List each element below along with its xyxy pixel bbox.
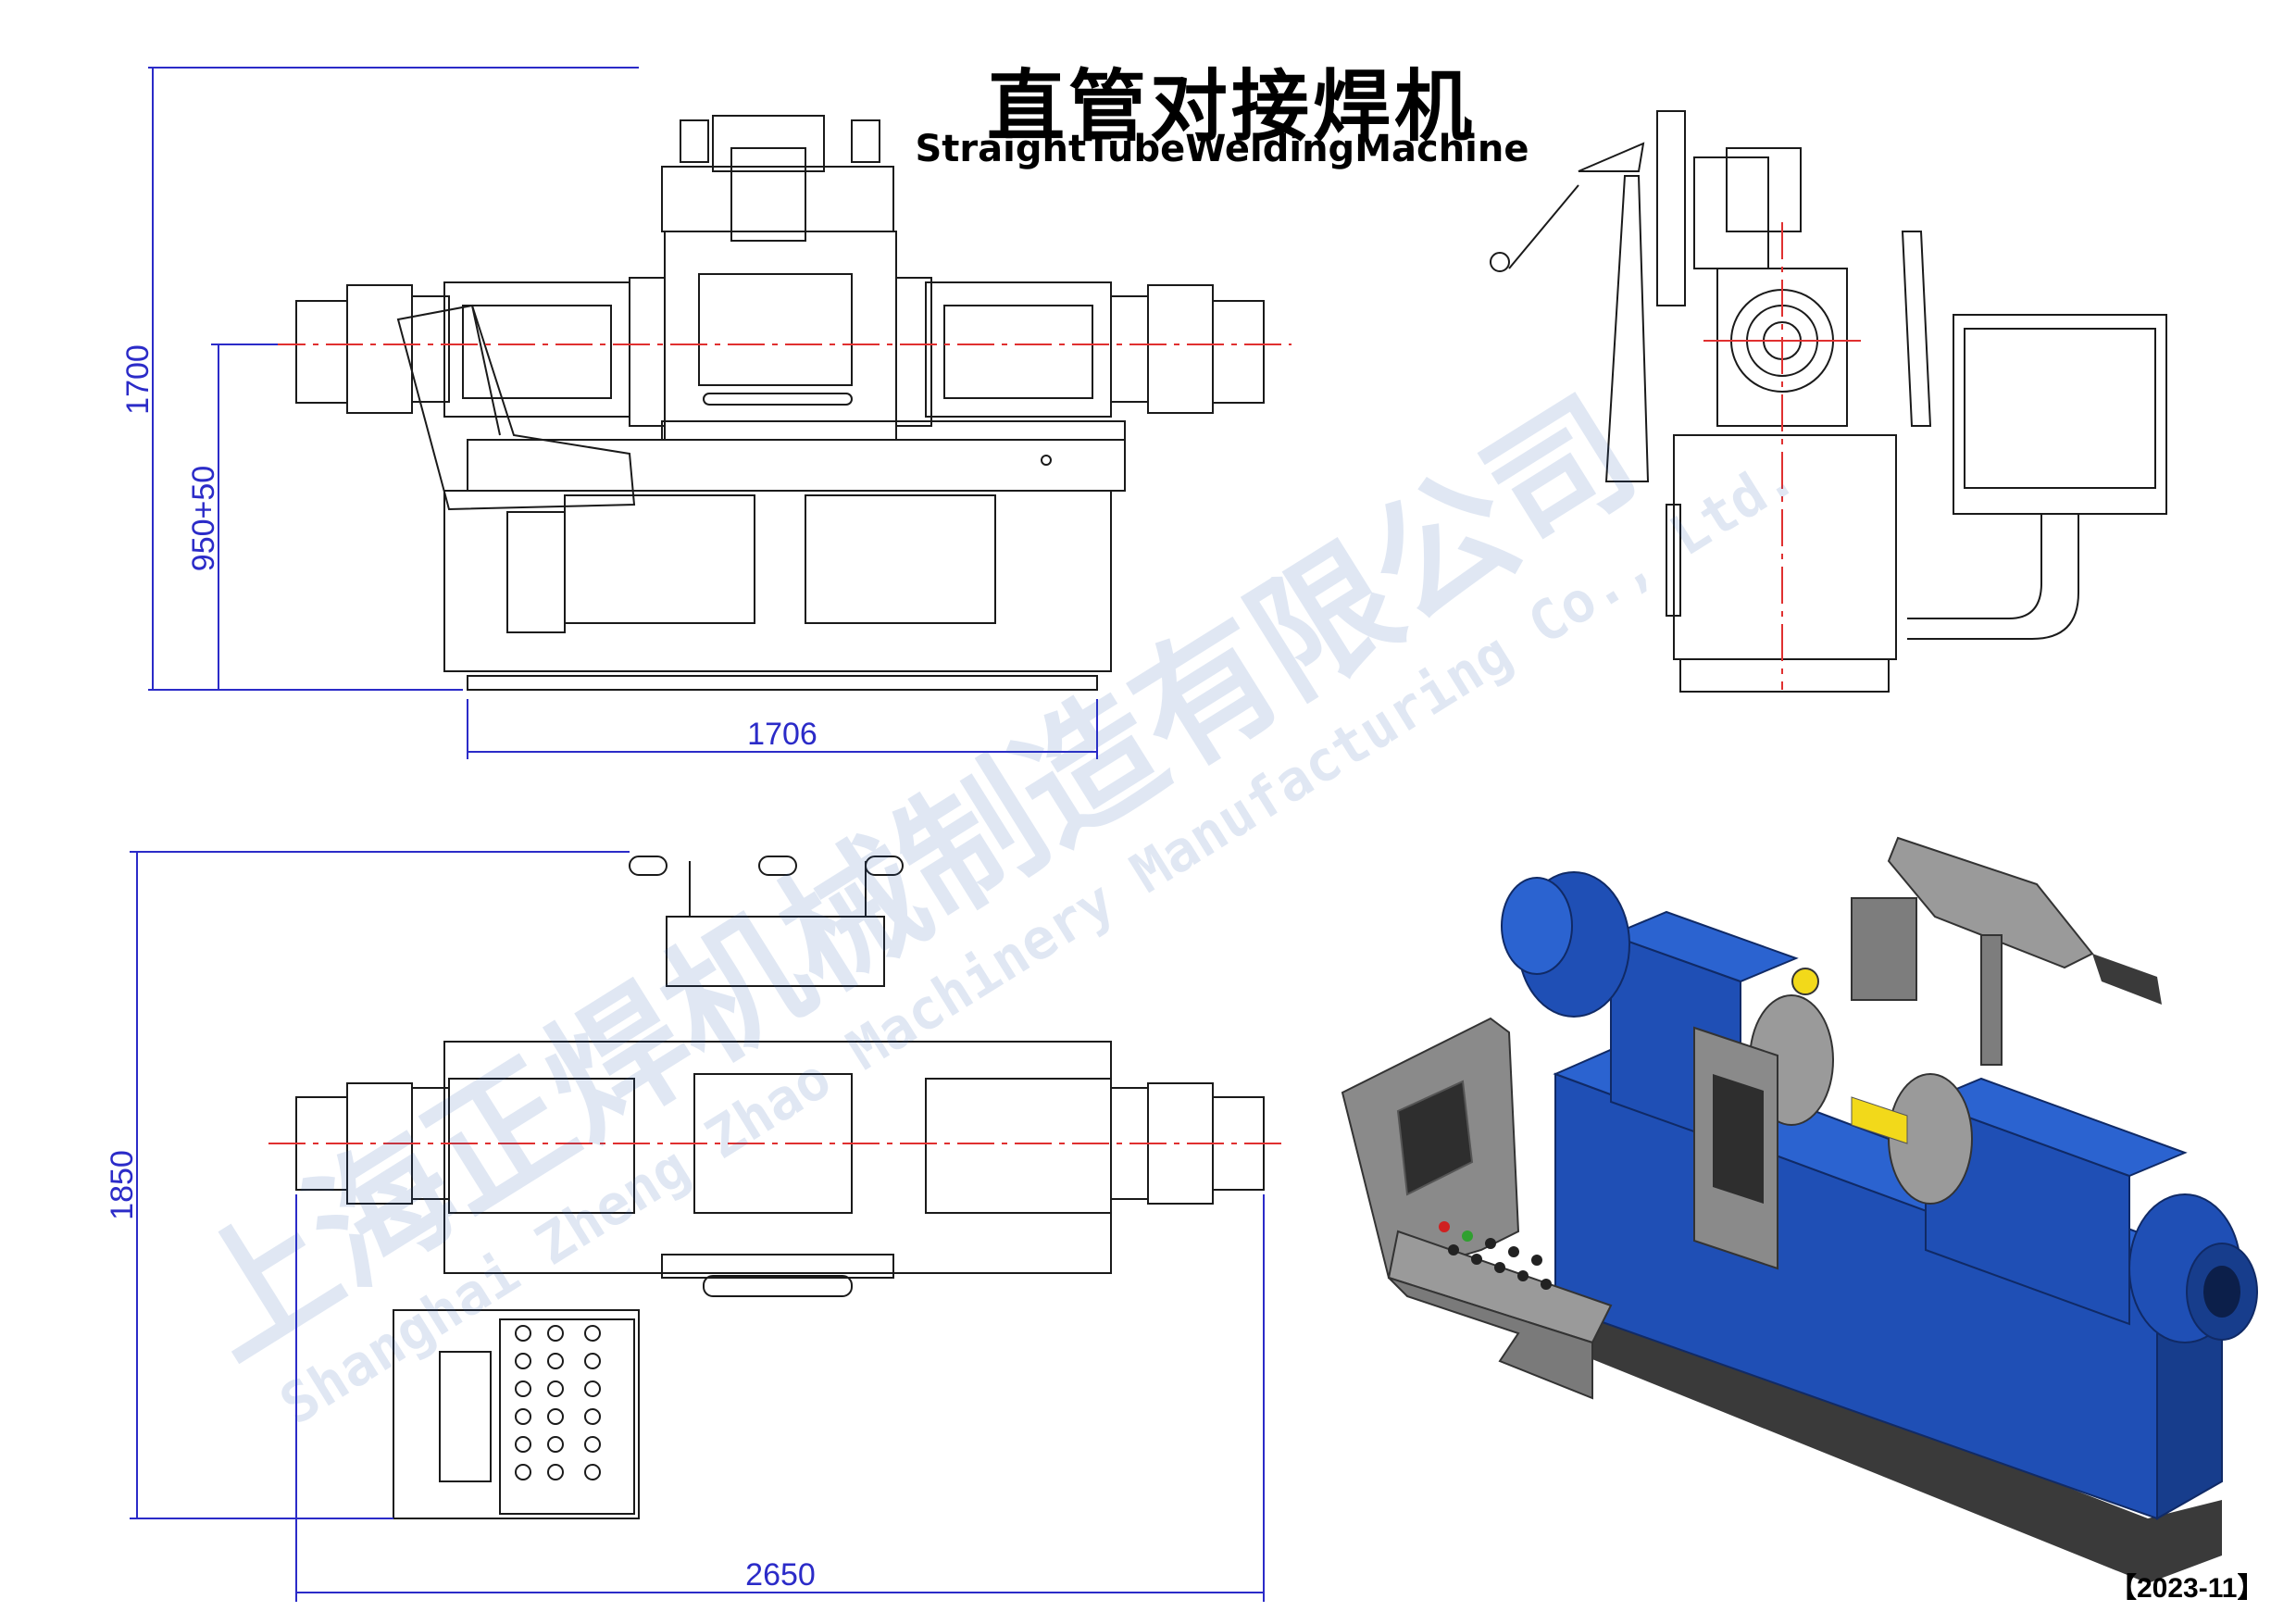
drawing-title-en: StraightTubeWeldingMachine <box>915 128 1529 170</box>
pendant-buttons <box>515 1325 601 1480</box>
top-dimensions <box>130 851 1265 1602</box>
dim-front-width: 1706 <box>747 717 817 752</box>
dim-front-height: 1700 <box>120 344 156 415</box>
dim-top-depth: 1850 <box>105 1150 140 1220</box>
machine-3d-render <box>1341 836 2258 1583</box>
front-dimensions <box>148 67 1098 759</box>
front-view <box>295 115 1265 691</box>
dim-top-width: 2650 <box>745 1557 816 1593</box>
top-view <box>295 856 1265 1519</box>
drawing-title-cn: 直管对接焊机 <box>986 61 1476 152</box>
dim-center-height: 950+50 <box>186 466 221 571</box>
date-stamp: 【2023-11】 <box>2109 1573 2265 1604</box>
console-buttons <box>1439 1221 1552 1290</box>
